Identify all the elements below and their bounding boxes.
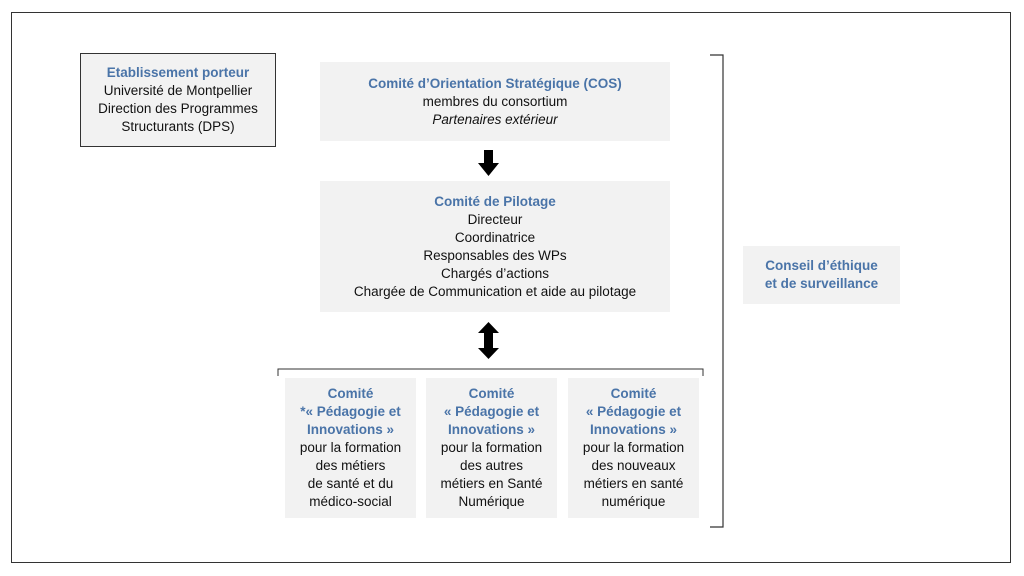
- comite-body-line: numérique: [601, 494, 666, 509]
- comite-body-line: Numérique: [458, 494, 525, 509]
- porteur-box: Etablissement porteur Université de Mont…: [80, 53, 276, 147]
- pilotage-member: Coordinatrice: [454, 229, 536, 245]
- pilotage-title: Comité de Pilotage: [434, 193, 556, 209]
- comite-body-line: médico-social: [309, 494, 392, 509]
- pilotage-box: Comité de Pilotage Directeur Coordinatri…: [320, 181, 670, 312]
- comite-box-autres-metiers: Comité « Pédagogie et Innovations » pour…: [426, 378, 557, 518]
- comite-body-line: des nouveaux: [591, 458, 676, 473]
- comite-body-line: des autres: [459, 458, 524, 473]
- comite-title-line: « Pédagogie et: [585, 404, 682, 419]
- double-arrow-icon: [478, 322, 499, 359]
- comite-box-nouveaux-metiers: Comité « Pédagogie et Innovations » pour…: [568, 378, 699, 518]
- comite-body-line: métiers en santé: [583, 476, 684, 491]
- comite-title-line: Innovations »: [306, 422, 394, 437]
- comite-body-line: métiers en Santé: [440, 476, 543, 491]
- cos-title: Comité d’Orientation Stratégique (COS): [368, 75, 622, 91]
- pilotage-member: Responsables des WPs: [423, 247, 567, 263]
- pilotage-member: Chargés d’actions: [440, 265, 550, 281]
- cos-members: membres du consortium: [422, 93, 568, 109]
- comite-title-line: *« Pédagogie et: [300, 404, 401, 419]
- porteur-line: Structurants (DPS): [121, 119, 235, 134]
- comite-body-line: pour la formation: [440, 440, 543, 455]
- comite-title-line: « Pédagogie et: [443, 404, 540, 419]
- comite-title-line: Innovations »: [447, 422, 535, 437]
- ethique-box: Conseil d’éthique et de surveillance: [743, 246, 900, 304]
- pilotage-member: Chargée de Communication et aide au pilo…: [353, 283, 637, 299]
- cos-box: Comité d’Orientation Stratégique (COS) m…: [320, 62, 670, 141]
- porteur-line: Université de Montpellier: [103, 83, 253, 98]
- comite-title-line: Comité: [327, 386, 374, 401]
- porteur-line: Direction des Programmes: [98, 101, 258, 116]
- porteur-title: Etablissement porteur: [106, 65, 250, 80]
- comite-body-line: de santé et du: [307, 476, 394, 491]
- comite-title-line: Innovations »: [589, 422, 677, 437]
- committees-bracket: [277, 368, 704, 376]
- ethique-line: Conseil d’éthique: [765, 258, 878, 273]
- comite-body-line: pour la formation: [299, 440, 402, 455]
- down-arrow-icon: [478, 150, 499, 176]
- comite-body-line: pour la formation: [582, 440, 685, 455]
- cos-partners: Partenaires extérieur: [432, 111, 558, 127]
- comite-body-line: des métiers: [315, 458, 386, 473]
- pilotage-member: Directeur: [467, 211, 523, 227]
- diagram-frame: [11, 12, 1011, 563]
- right-brace: [710, 54, 724, 528]
- comite-box-medico-social: Comité *« Pédagogie et Innovations » pou…: [285, 378, 416, 518]
- comite-title-line: Comité: [468, 386, 515, 401]
- ethique-line: et de surveillance: [764, 276, 879, 291]
- comite-title-line: Comité: [610, 386, 657, 401]
